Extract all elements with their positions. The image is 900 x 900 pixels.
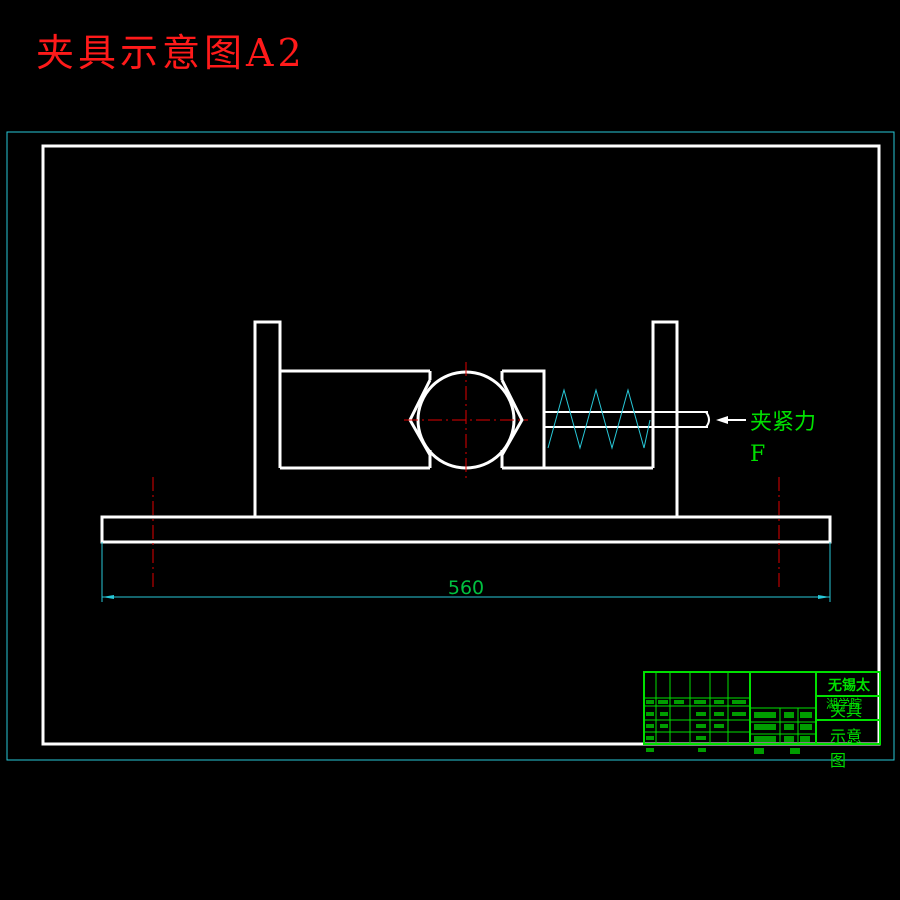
drawing-name: 夹具 [830, 701, 862, 720]
drawing-frame [41, 144, 881, 746]
force-symbol: F [750, 442, 765, 467]
fixture-base [100, 320, 832, 544]
clamping-force-arrow [716, 416, 746, 424]
company-name: 无锡太 [827, 677, 871, 694]
drawing-name-2: 示意 [830, 727, 862, 746]
title-block: 无锡太 湖学院 夹具 示意 图 [643, 671, 881, 770]
company-name-2: 湖学院 [826, 696, 862, 711]
dimension-560: 560 [101, 542, 831, 602]
push-rod [544, 411, 710, 428]
spring [547, 388, 651, 450]
force-label: 夹紧力 [750, 410, 816, 435]
title-block-fine-text [646, 700, 812, 754]
dimension-value: 560 [448, 577, 484, 599]
drawing-name-3: 图 [830, 751, 846, 770]
sheet-border [6, 131, 895, 761]
moving-clamp-block [500, 369, 653, 470]
centerlines [152, 362, 780, 590]
drawing-title: 夹具示意图A2 [36, 31, 306, 75]
